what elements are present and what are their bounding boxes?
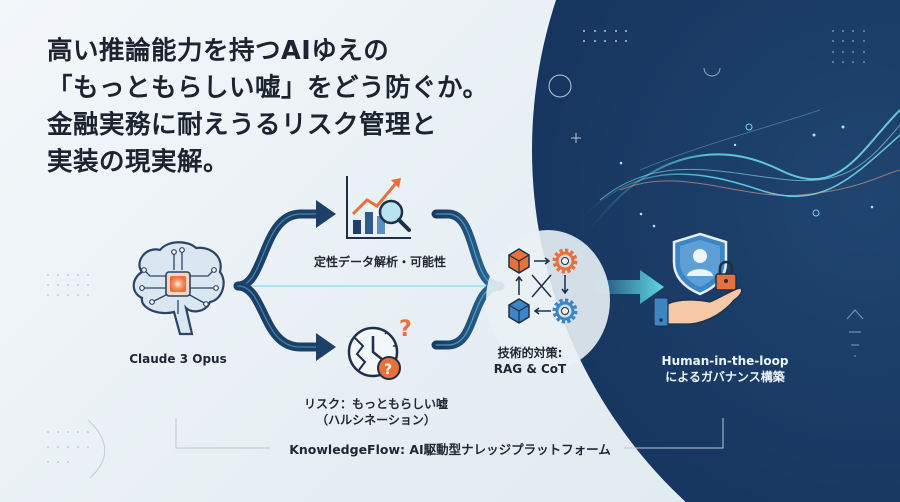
governance-label: Human-in-the-loop によるガバナンス構築: [650, 353, 800, 385]
risk-label: リスク：もっともらしい嘘 （ハルシネーション）: [296, 396, 456, 428]
arrow-to-governance: [595, 270, 664, 304]
risk-label-line-2: （ハルシネーション）: [316, 413, 436, 427]
headline-line-4: 実装の現実解。: [47, 147, 230, 177]
countermeasure-label-line-2: RAG & CoT: [493, 362, 567, 376]
platform-title: KnowledgeFlow: AI駆動型ナレッジプラットフォーム: [289, 442, 611, 457]
countermeasure-label: 技術的対策: RAG & CoT: [470, 345, 590, 377]
model-label: Claude 3 Opus: [129, 352, 227, 366]
sparkles: [619, 125, 874, 228]
governance-label-line-1: Human-in-the-loop: [661, 354, 789, 368]
headline-line-3: 金融実務に耐えうるリスク管理と: [47, 110, 438, 140]
dot-grid-top-right: [832, 30, 865, 63]
dot-grid-bottom-left: [47, 431, 89, 463]
dot-grid-top-left: [583, 30, 627, 42]
risk-label-line-1: リスク：もっともらしい嘘: [303, 397, 448, 411]
countermeasure-label-line-1: 技術的対策:: [497, 346, 563, 360]
governance-label-line-2: によるガバナンス構築: [665, 370, 785, 384]
light-waves: [584, 109, 900, 231]
opportunity-label: 定性データ解析・可能性: [313, 255, 446, 269]
right-ornament: [846, 309, 864, 346]
flow-pipes: [233, 209, 505, 352]
page-headline: 高い推論能力を持つAIゆえの 「もっともらしい嘘」をどう防ぐか。 金融実務に耐え…: [47, 33, 489, 181]
footer-frame: [175, 418, 724, 449]
arrow-head-lower: [316, 333, 336, 361]
headline-line-2: 「もっともらしい嘘」をどう防ぐか。: [47, 73, 489, 103]
dot-grid-left: [47, 274, 89, 296]
arrow-head-upper: [316, 200, 336, 228]
headline-line-1: 高い推論能力を持つAIゆえの: [47, 36, 390, 66]
